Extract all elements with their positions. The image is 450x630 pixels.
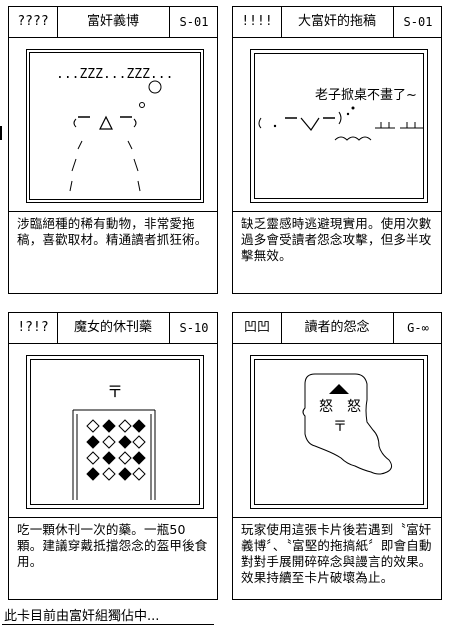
- card-art-frame: 怒 怒 〒: [250, 355, 428, 509]
- card-description: 涉臨絕種的稀有動物，非常愛拖稿，喜歡取材。精通讀者抓狂術。: [9, 211, 217, 293]
- card-code: S-01: [179, 15, 209, 29]
- card-description: 缺乏靈感時逃避現實用。使用次數過多會受讀者怨念攻擊，但多半攻擊無效。: [233, 211, 441, 293]
- footer-underline: [2, 624, 214, 625]
- card-art: 老子掀桌不畫了~: [254, 53, 424, 199]
- card-art-frame: ...ZZZ...ZZZ...: [26, 49, 204, 203]
- card-name: 大富奸的拖稿: [281, 7, 394, 37]
- card-symbol: !?!?: [9, 313, 58, 343]
- card-art: ...ZZZ...ZZZ...: [29, 52, 201, 200]
- card-name: 魔女的休刊藥: [57, 313, 170, 343]
- card-header: 凹凹 讀者的怨念 G-∞: [233, 313, 441, 344]
- card-name: 富奸義博: [57, 7, 170, 37]
- card-code: S-10: [179, 321, 209, 335]
- card-art-frame: 老子掀桌不畫了~: [250, 49, 428, 203]
- card-header: !!!! 大富奸的拖稿 S-01: [233, 7, 441, 38]
- card-reader-grudge[interactable]: 凹凹 讀者的怨念 G-∞ 怒 怒 〒 玩家使用這張卡片後若遇到〝富奸義博〞、〝富…: [232, 312, 442, 600]
- margin-mark: [0, 126, 2, 140]
- card-witch-potion[interactable]: !?!? 魔女的休刊藥 S-10 〒: [8, 312, 218, 600]
- sleep-zzz-text: ...ZZZ...ZZZ...: [56, 67, 174, 82]
- card-description: 吃一顆休刊一次的藥。一瓶50顆。建議穿戴抵擋怨念的盔甲後食用。: [9, 517, 217, 599]
- card-fujian[interactable]: ???? 富奸義博 S-01 ...ZZZ...ZZZ... 涉臨絕: [8, 6, 218, 294]
- card-art: 〒: [30, 359, 200, 505]
- anger-glyph-right: 怒: [347, 399, 361, 415]
- card-description: 玩家使用這張卡片後若遇到〝富奸義博〞、〝富堅的拖搞紙〞即會自動對對手展開碎碎念與…: [233, 517, 441, 599]
- card-symbol: 凹凹: [233, 313, 282, 343]
- card-code: G-∞: [407, 321, 429, 335]
- sleeping-figure-icon: [69, 80, 162, 192]
- anger-glyph-left: 怒: [319, 399, 333, 415]
- card-header: !?!? 魔女的休刊藥 S-10: [9, 313, 217, 344]
- card-symbol: !!!!: [233, 7, 282, 37]
- art-quote: 老子掀桌不畫了~: [315, 88, 417, 103]
- card-art: 怒 怒 〒: [254, 359, 424, 505]
- card-name: 讀者的怨念: [281, 313, 394, 343]
- table-flip-icon: [258, 106, 423, 141]
- grudge-spirit-icon: [302, 373, 393, 475]
- card-symbol: ????: [9, 7, 58, 37]
- card-code: S-01: [403, 15, 433, 29]
- card-fujian-delay[interactable]: !!!! 大富奸的拖稿 S-01 老子掀桌不畫了~ 缺乏靈感時逃避現實用。使用次…: [232, 6, 442, 294]
- bottle-cap: 〒: [107, 382, 124, 401]
- footer-note: 此卡目前由富奸組獨佔中...: [4, 609, 160, 624]
- mouth-glyph: 〒: [333, 419, 347, 435]
- pill-jar-icon: [72, 409, 156, 500]
- card-art-frame: 〒: [26, 355, 204, 509]
- card-header: ???? 富奸義博 S-01: [9, 7, 217, 38]
